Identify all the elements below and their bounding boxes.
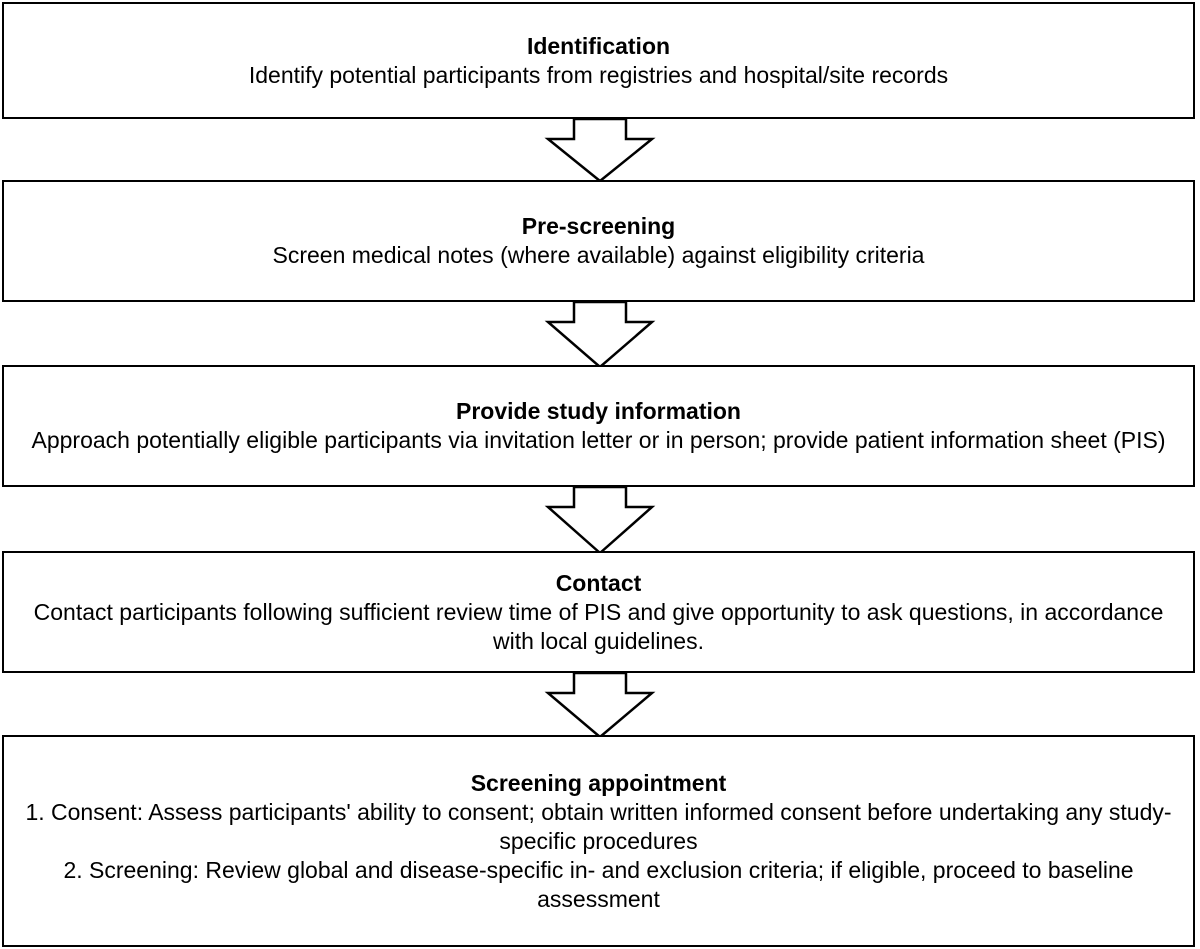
step-title: Contact [555,569,642,596]
screening-step: 2. Screening: Review global and disease-… [63,856,1134,912]
step-description: Contact participants following sufficien… [33,598,1164,654]
step-contact-box: Contact Contact participants following s… [2,551,1195,673]
down-arrow-icon [544,300,656,369]
step-provide-information-box: Provide study information Approach poten… [2,365,1195,487]
step-title: Pre-screening [521,213,676,239]
step-prescreening-box: Pre-screening Screen medical notes (wher… [2,180,1195,302]
step-title: Identification [526,32,671,59]
step-identification-box: Identification Identify potential partic… [2,2,1195,119]
step-title: Screening appointment [470,769,727,796]
step-screening-appointment-box: Screening appointment 1. Consent: Assess… [2,735,1195,947]
step-description: Identify potential participants from reg… [248,61,949,88]
step-title: Provide study information [456,398,741,424]
down-arrow-icon [544,117,656,183]
step-description: Approach potentially eligible participan… [31,427,1166,453]
screening-steps-list: 1. Consent: Assess participants' ability… [24,798,1173,914]
step-description: Screen medical notes (where available) a… [272,242,925,268]
down-arrow-icon [544,671,656,739]
down-arrow-icon [544,485,656,555]
consent-step: 1. Consent: Assess participants' ability… [25,798,1172,854]
